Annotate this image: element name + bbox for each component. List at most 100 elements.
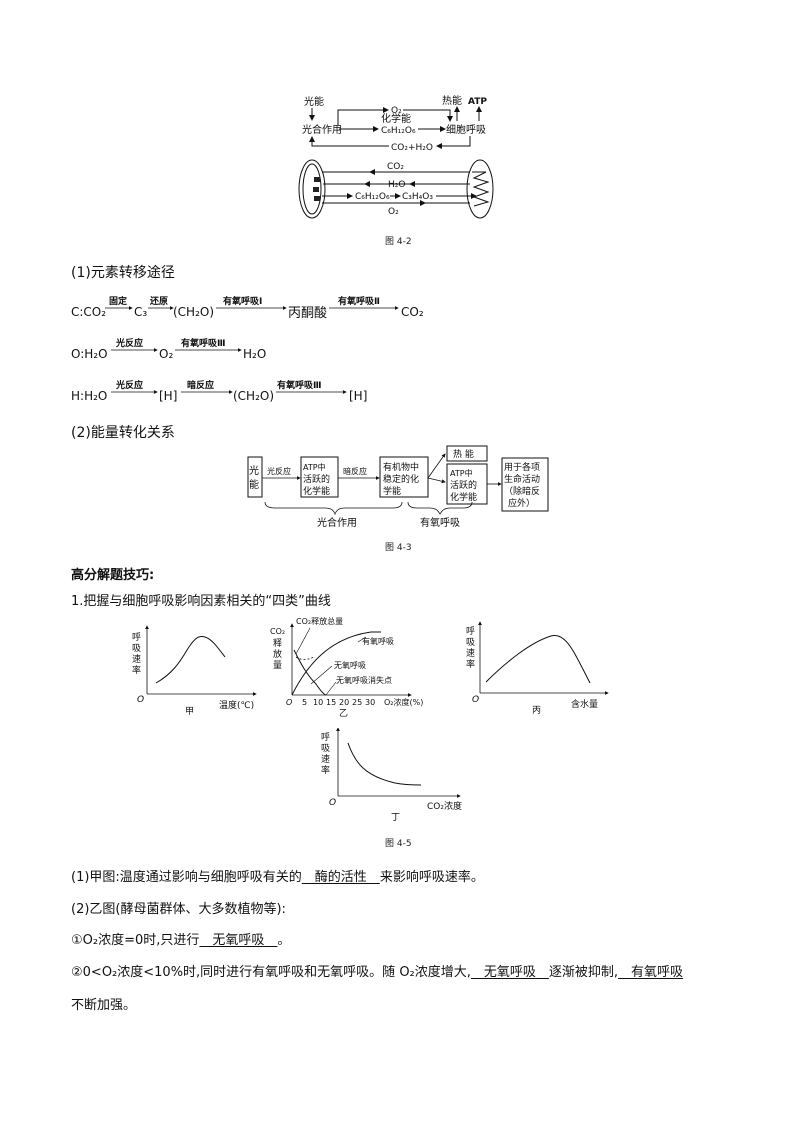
svg-text:化学能: 化学能 (303, 485, 330, 497)
chart-jia: 呼吸速率 O 温度(℃) 甲 (112, 612, 272, 722)
svg-text:ATP中: ATP中 (303, 462, 326, 472)
svg-text:CO₂: CO₂ (401, 305, 424, 319)
svg-text:热能: 热能 (442, 94, 462, 107)
answer-blank: 酶的活性 (301, 870, 380, 885)
svg-text:化学能: 化学能 (381, 112, 411, 125)
answer-line-4: ②0<O₂浓度<10%时,同时进行有氧呼吸和无氧呼吸。随 O₂浓度增大, 无氧呼… (71, 965, 684, 980)
svg-text:ATP中: ATP中 (450, 468, 473, 478)
energy-cycle-diagram: 光能 光合作用 C₆H₁₂O₆ 细胞呼吸 O₂ 化学能 热能 ATP CO₂+H… (298, 94, 494, 219)
svg-text:H₂O: H₂O (388, 180, 405, 190)
answer-line-1: (1)甲图:温度通过影响与细胞呼吸有关的 酶的活性 来影响呼吸速率。 (71, 870, 484, 885)
svg-text:10: 10 (313, 698, 323, 707)
section-heading: (2)能量转化关系 (71, 425, 175, 441)
svg-text:活跃的: 活跃的 (450, 479, 477, 491)
answer-line-3: ①O₂浓度=0时,只进行 无氧呼吸 。 (71, 933, 291, 948)
svg-text:(CH₂O): (CH₂O) (233, 389, 274, 403)
svg-text:[H]: [H] (349, 389, 367, 403)
svg-text:(CH₂O): (CH₂O) (173, 305, 214, 319)
svg-text:速: 速 (132, 654, 141, 665)
svg-text:生命活动: 生命活动 (504, 473, 540, 485)
figure-caption: 图 4-2 (385, 237, 412, 247)
svg-text:呼: 呼 (132, 632, 141, 643)
svg-text:光反应: 光反应 (115, 380, 143, 391)
hydrogen-path: H:H₂O 光反应 [H] 暗反应 (CH₂O) 有氧呼吸Ⅲ [H] (71, 379, 471, 404)
figure-caption: 图 4-3 (385, 543, 412, 553)
svg-text:有氧呼吸: 有氧呼吸 (420, 516, 460, 529)
svg-text:O₂: O₂ (391, 106, 402, 116)
svg-text:有机物中: 有机物中 (383, 461, 419, 473)
svg-text:有氧呼吸Ⅲ: 有氧呼吸Ⅲ (277, 380, 322, 391)
svg-text:光反应: 光反应 (267, 466, 291, 476)
section-heading: (1)元素转移途径 (71, 265, 175, 281)
oxygen-path: O:H₂O 光反应 O₂ 有氧呼吸Ⅲ H₂O (71, 337, 471, 362)
svg-text:无氧呼吸: 无氧呼吸 (334, 660, 366, 670)
answer-blank: 无氧呼吸 (199, 933, 278, 948)
svg-text:甲: 甲 (185, 706, 194, 717)
svg-text:CO₂浓度: CO₂浓度 (427, 800, 462, 812)
svg-text:速: 速 (466, 648, 475, 659)
chart-yi: CO₂ 释放量 CO₂释放总量 有氧呼吸 无氧呼吸 无氧呼吸消失点 O 5 10… (266, 612, 426, 722)
svg-text:量: 量 (273, 660, 282, 671)
svg-text:用于各项: 用于各项 (504, 461, 540, 473)
svg-text:O:H₂O: O:H₂O (71, 347, 108, 361)
figure-4-2: 光能 光合作用 C₆H₁₂O₆ 细胞呼吸 O₂ 化学能 热能 ATP CO₂+H… (290, 92, 502, 252)
answer-blank: 无氧呼吸 (470, 965, 549, 980)
svg-text:固定: 固定 (109, 296, 128, 307)
svg-text:热 能: 热 能 (453, 448, 474, 460)
svg-text:温度(℃): 温度(℃) (219, 699, 254, 711)
svg-text:乙: 乙 (339, 708, 348, 719)
svg-text:吸: 吸 (321, 743, 330, 754)
svg-text:CO₂释放总量: CO₂释放总量 (296, 616, 343, 626)
svg-text:（除暗反: （除暗反 (504, 485, 540, 497)
svg-text:H₂O: H₂O (243, 347, 266, 361)
svg-text:光能: 光能 (304, 95, 324, 108)
svg-text:30: 30 (365, 698, 375, 707)
answer-blank: 有氧呼吸 (618, 965, 684, 980)
svg-text:丙酮酸: 丙酮酸 (288, 306, 327, 321)
figure-4-3: 光能 光反应 ATP中 活跃的 化学能 暗反应 有机物中 稳定的化 学能 热 能… (245, 444, 555, 534)
svg-text:光反应: 光反应 (115, 338, 143, 349)
svg-text:速: 速 (321, 754, 330, 765)
tips-item: 1.把握与细胞呼吸影响因素相关的“四类”曲线 (71, 594, 331, 609)
svg-text:O: O (286, 698, 292, 707)
svg-text:光合作用: 光合作用 (317, 516, 357, 529)
carbon-path: C:CO₂ 固定 C₃ 还原 (CH₂O) 有氧呼吸Ⅰ 丙酮酸 有氧呼吸Ⅱ CO… (71, 295, 471, 321)
svg-text:率: 率 (466, 658, 475, 670)
svg-text:有氧呼吸Ⅲ: 有氧呼吸Ⅲ (181, 338, 226, 349)
svg-text:O₂: O₂ (388, 207, 399, 217)
svg-text:呼: 呼 (321, 732, 330, 743)
svg-text:C₆H₁₂O₆: C₆H₁₂O₆ (381, 126, 416, 136)
svg-text:吸: 吸 (466, 637, 475, 648)
svg-text:率: 率 (321, 764, 330, 776)
svg-text:丙: 丙 (532, 705, 541, 716)
svg-text:暗反应: 暗反应 (187, 380, 214, 391)
figure-caption: 图 4-5 (385, 839, 412, 849)
svg-text:化学能: 化学能 (450, 491, 477, 503)
svg-text:细胞呼吸: 细胞呼吸 (446, 123, 486, 136)
svg-text:暗反应: 暗反应 (343, 466, 367, 476)
svg-text:25: 25 (352, 698, 362, 707)
svg-text:有氧呼吸: 有氧呼吸 (362, 636, 394, 646)
svg-text:[H]: [H] (159, 389, 177, 403)
energy-flow-diagram: 光能 光反应 ATP中 活跃的 化学能 暗反应 有机物中 稳定的化 学能 热 能… (247, 445, 549, 529)
svg-text:有氧呼吸Ⅱ: 有氧呼吸Ⅱ (338, 296, 380, 307)
svg-text:光: 光 (249, 464, 259, 477)
svg-text:5: 5 (302, 698, 307, 707)
svg-text:稳定的化: 稳定的化 (383, 473, 419, 485)
svg-text:H:H₂O: H:H₂O (71, 389, 107, 403)
svg-text:C₆H₁₂O₆: C₆H₁₂O₆ (355, 192, 390, 202)
svg-text:学能: 学能 (383, 485, 401, 497)
svg-text:还原: 还原 (149, 296, 168, 307)
svg-text:20: 20 (339, 698, 349, 707)
svg-text:C₃: C₃ (134, 305, 147, 319)
svg-text:能: 能 (249, 478, 259, 491)
svg-text:含水量: 含水量 (571, 698, 598, 710)
svg-text:O: O (329, 798, 336, 808)
svg-text:CO₂: CO₂ (270, 627, 285, 636)
svg-text:无氧呼吸消失点: 无氧呼吸消失点 (336, 675, 392, 685)
svg-text:丁: 丁 (391, 813, 400, 823)
chart-bing: 呼吸速率 O 含水量 丙 (456, 612, 636, 722)
svg-text:吸: 吸 (132, 643, 141, 654)
chart-ding: 呼吸速率 O CO₂浓度 丁 (315, 727, 485, 828)
svg-text:呼: 呼 (466, 626, 475, 637)
